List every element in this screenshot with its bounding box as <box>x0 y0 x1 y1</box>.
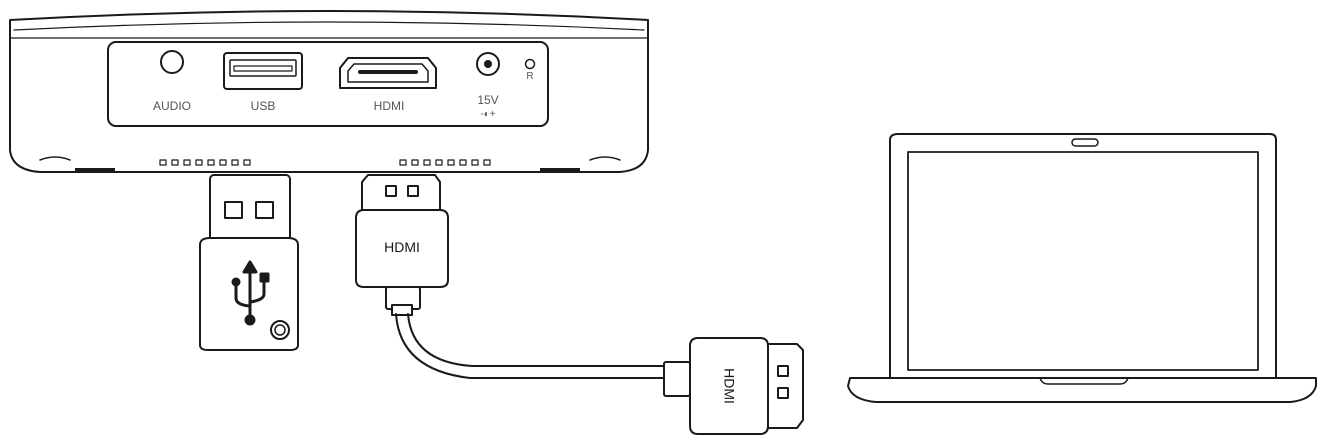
power-polarity-label: -◐+ <box>480 109 495 120</box>
hdmi-plug-end-label: HDMI <box>721 368 737 404</box>
usb-icon <box>231 260 270 326</box>
hdmi-plug-end <box>663 337 804 435</box>
projector-device <box>9 10 649 173</box>
vent-left <box>159 159 251 166</box>
hdmi-port-label: HDMI <box>374 99 405 113</box>
port-panel <box>107 41 549 127</box>
laptop-icon <box>847 133 1317 403</box>
dc-power-port <box>476 52 500 76</box>
usb-label: USB <box>251 99 276 113</box>
hdmi-port <box>339 57 437 89</box>
power-voltage-label: 15V <box>477 93 498 107</box>
hdmi-cable <box>395 313 671 379</box>
hdmi-plug-top-label: HDMI <box>384 239 420 255</box>
vent-right <box>399 159 491 166</box>
audio-label: AUDIO <box>153 99 191 113</box>
hdmi-plug-top <box>355 174 449 316</box>
usb-port <box>223 52 303 90</box>
usb-flash-drive <box>199 174 299 351</box>
reset-button <box>524 58 536 70</box>
audio-port <box>160 50 184 74</box>
reset-label: R <box>526 71 533 82</box>
